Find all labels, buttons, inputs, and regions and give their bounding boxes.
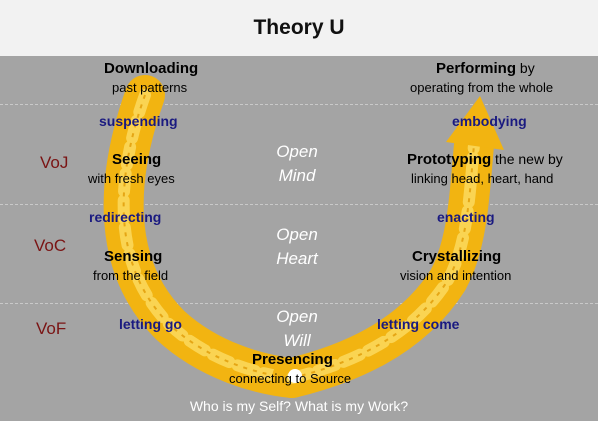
open-will-line1: Open <box>276 307 318 326</box>
level-divider-3 <box>0 303 598 304</box>
gesture-letting-come: letting come <box>377 316 460 332</box>
stage-prototyping: Prototyping <box>407 151 492 168</box>
open-heart-line2: Heart <box>276 249 318 268</box>
stage-sensing-desc: from the field <box>93 268 169 283</box>
open-mind-line1: Open <box>276 142 318 161</box>
stage-prototyping-suffix: the new by <box>491 151 563 167</box>
stage-prototyping-desc: linking head, heart, hand <box>411 171 554 186</box>
u-arrowhead <box>446 96 504 150</box>
stage-seeing: Seeing <box>112 151 162 168</box>
stage-seeing-desc: with fresh eyes <box>88 171 175 186</box>
stage-prototyping-line: Prototyping the new by <box>407 151 563 169</box>
diagram-title: Theory U <box>253 16 345 39</box>
stage-sensing: Sensing <box>104 248 163 265</box>
voice-of-fear: VoF <box>36 319 67 338</box>
gesture-embodying: embodying <box>452 113 527 129</box>
u-arrow-left-outline <box>122 94 293 379</box>
open-will-line2: Will <box>283 331 311 350</box>
stage-presencing-desc: connecting to Source <box>229 371 352 386</box>
title-band <box>0 0 598 56</box>
stage-crystallizing-desc: vision and intention <box>400 268 512 283</box>
open-heart-line1: Open <box>276 225 318 244</box>
voice-of-judgment: VoJ <box>40 153 69 172</box>
source-point <box>288 369 302 383</box>
stage-performing-suffix: by <box>516 60 535 76</box>
level-divider-1 <box>0 104 598 105</box>
stage-downloading: Downloading <box>104 60 199 77</box>
stage-performing-line: Performing by <box>436 60 535 78</box>
stage-presencing: Presencing <box>252 351 333 368</box>
voice-of-cynicism: VoC <box>34 236 67 255</box>
stage-performing-desc: operating from the whole <box>410 80 554 95</box>
gesture-redirecting: redirecting <box>89 209 162 225</box>
gesture-enacting: enacting <box>437 209 495 225</box>
u-arrow-right-outline <box>291 134 476 379</box>
gesture-letting-go: letting go <box>119 316 182 332</box>
stage-performing: Performing <box>436 60 517 77</box>
bottom-question: Who is my Self? What is my Work? <box>189 398 409 414</box>
stage-downloading-desc: past patterns <box>112 80 188 95</box>
gesture-suspending: suspending <box>99 113 178 129</box>
open-mind-line2: Mind <box>278 166 316 185</box>
level-divider-2 <box>0 204 598 205</box>
stage-crystallizing: Crystallizing <box>412 248 502 265</box>
